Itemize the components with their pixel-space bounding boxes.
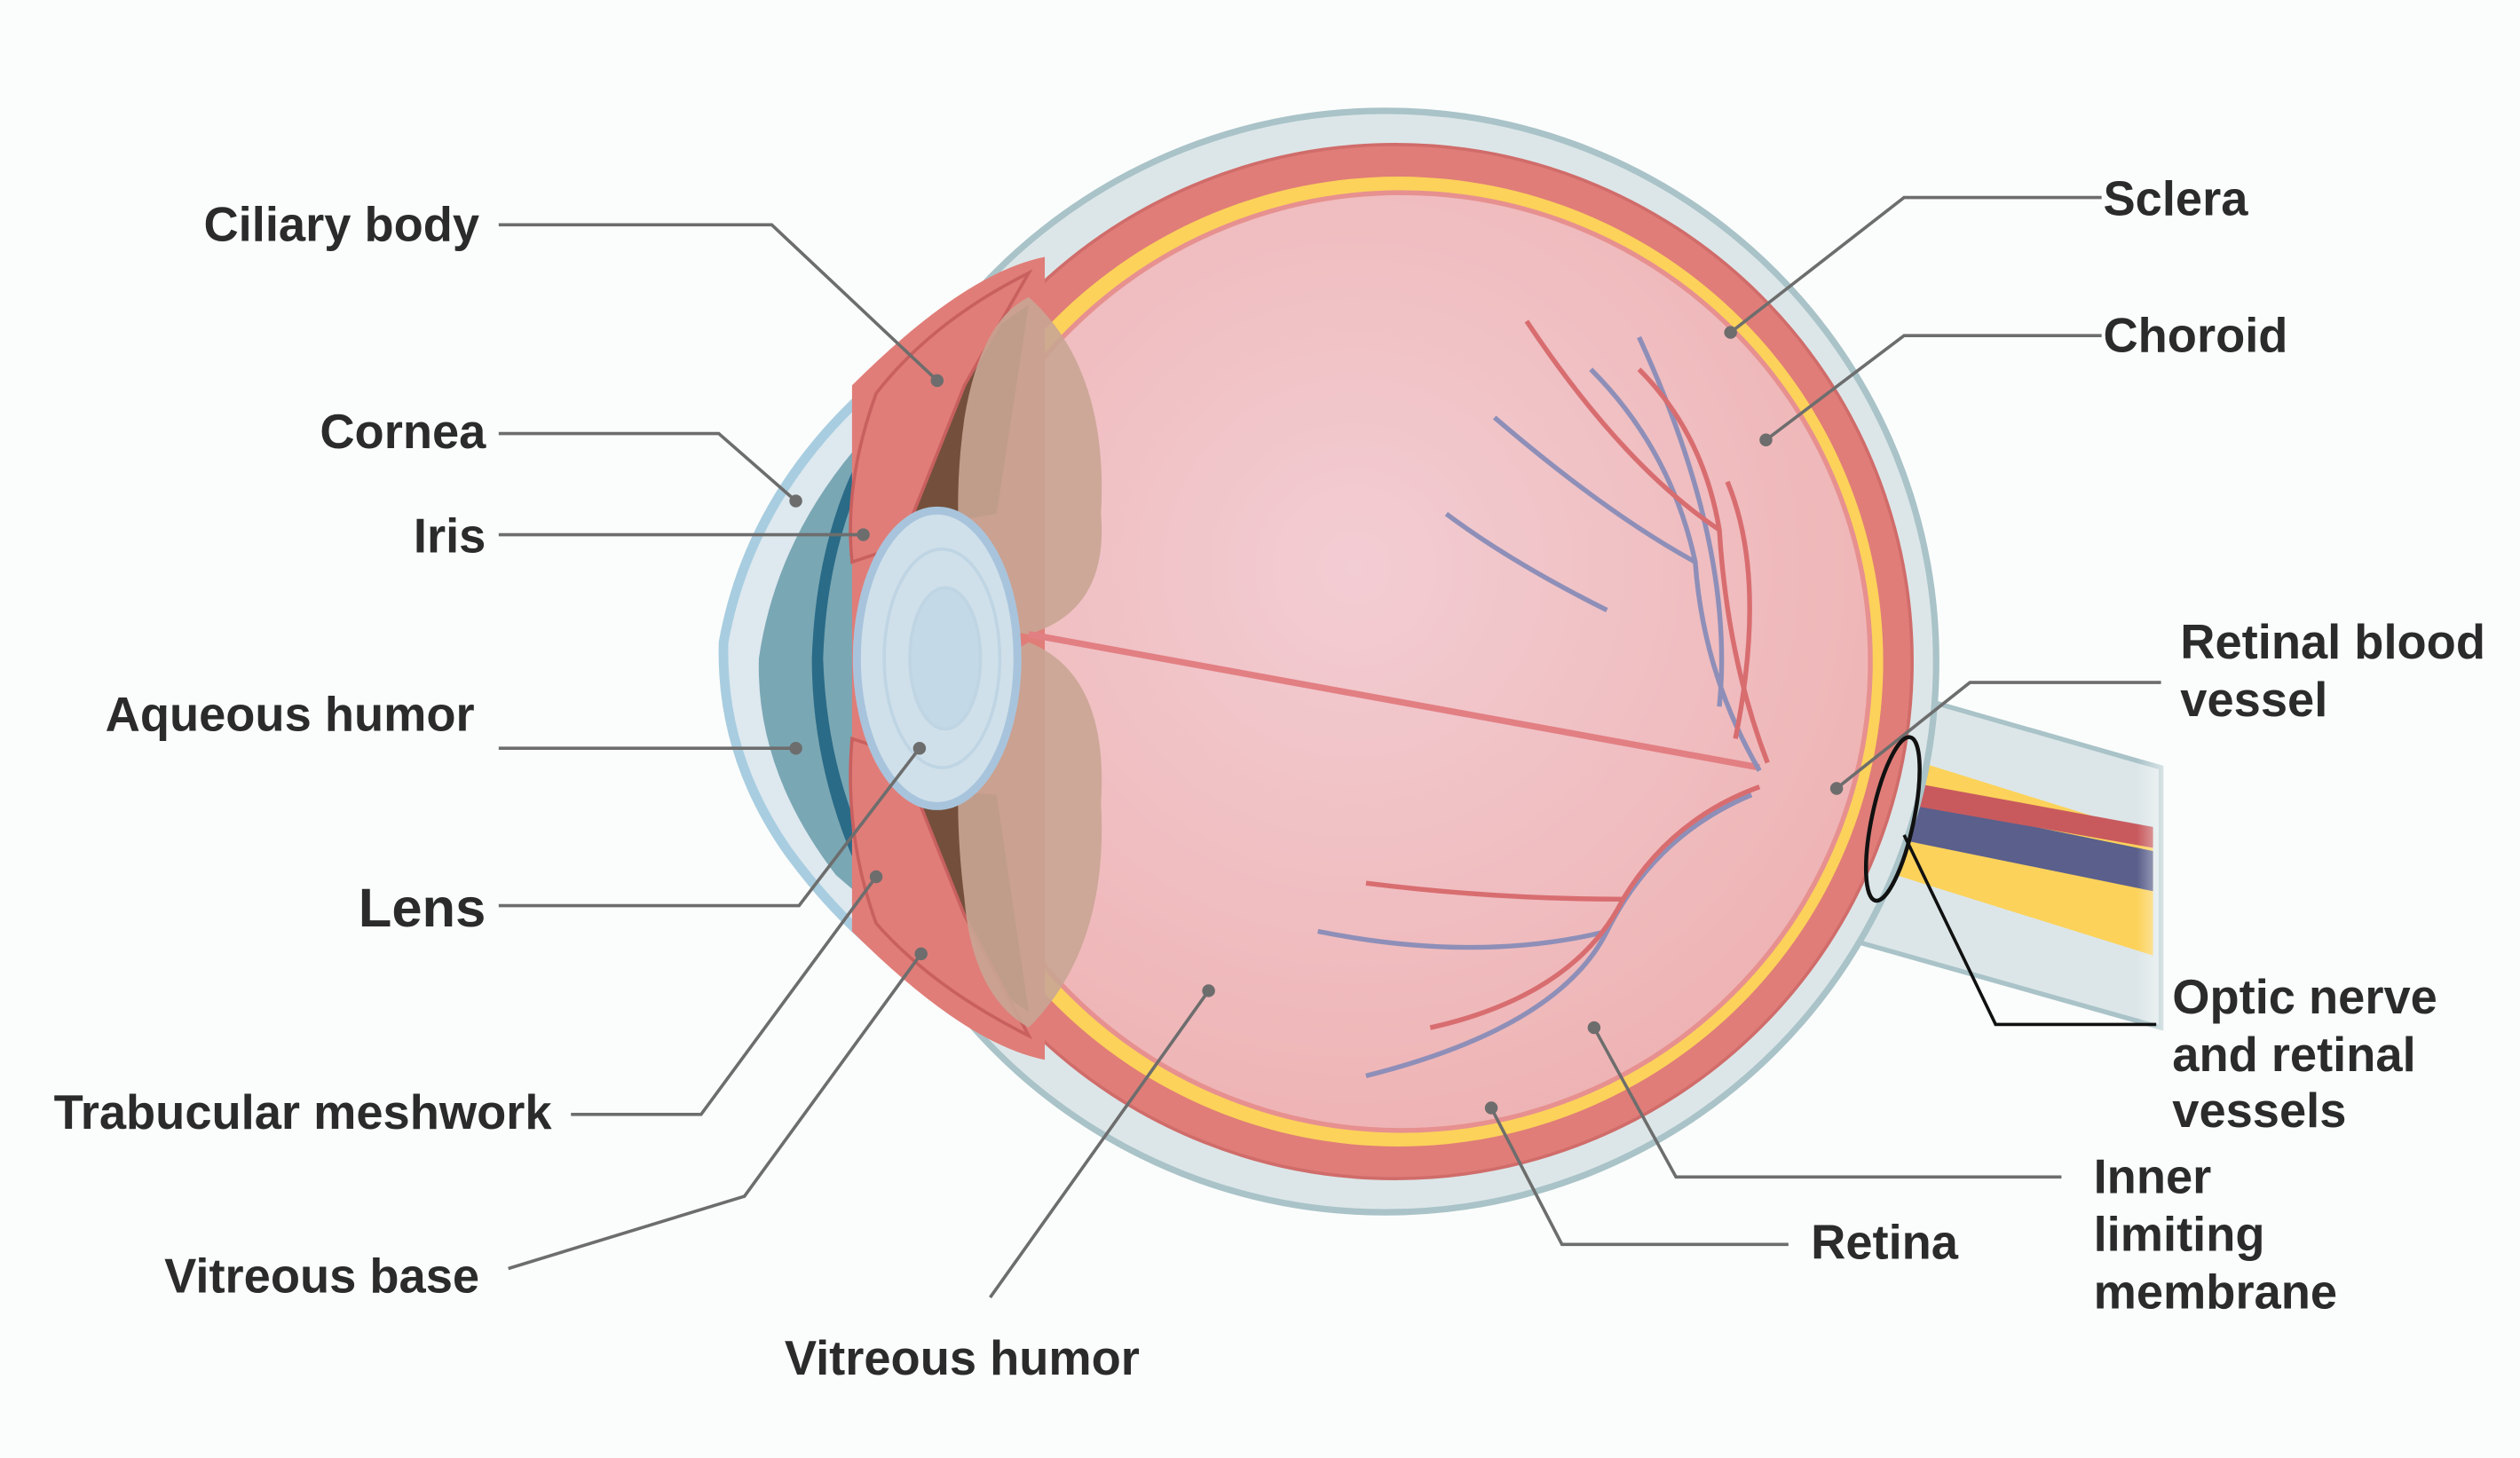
label-ciliary-body: Ciliary body bbox=[203, 197, 479, 251]
label-optic-nerve: Optic nerve and retinal vessels bbox=[2172, 970, 2451, 1138]
ciliary-processes bbox=[958, 296, 1102, 1028]
hyaloid-canal bbox=[1028, 631, 1760, 771]
label-iris: Iris bbox=[414, 508, 486, 563]
label-choroid: Choroid bbox=[2103, 308, 2287, 362]
label-trabecular-meshwork: Trabucular meshwork bbox=[54, 1085, 553, 1139]
label-inner-limiting-membrane: Inner limiting membrane bbox=[2094, 1149, 2337, 1319]
retinal-blood-vessels bbox=[1317, 319, 1770, 1078]
label-vitreous-humor: Vitreous humor bbox=[785, 1331, 1140, 1385]
label-retinal-blood-vessel: Retinal blood vessel bbox=[2180, 615, 2499, 727]
leader-lines bbox=[498, 195, 2161, 1299]
lens bbox=[852, 506, 1022, 810]
label-vitreous-base: Vitreous base bbox=[164, 1249, 479, 1304]
label-cornea: Cornea bbox=[320, 405, 486, 459]
label-retina: Retina bbox=[1811, 1216, 1959, 1270]
label-lens: Lens bbox=[359, 878, 486, 939]
ciliary-muscle bbox=[849, 269, 1033, 1040]
label-aqueous-humor: Aqueous humor bbox=[106, 687, 475, 741]
label-sclera: Sclera bbox=[2103, 171, 2248, 225]
